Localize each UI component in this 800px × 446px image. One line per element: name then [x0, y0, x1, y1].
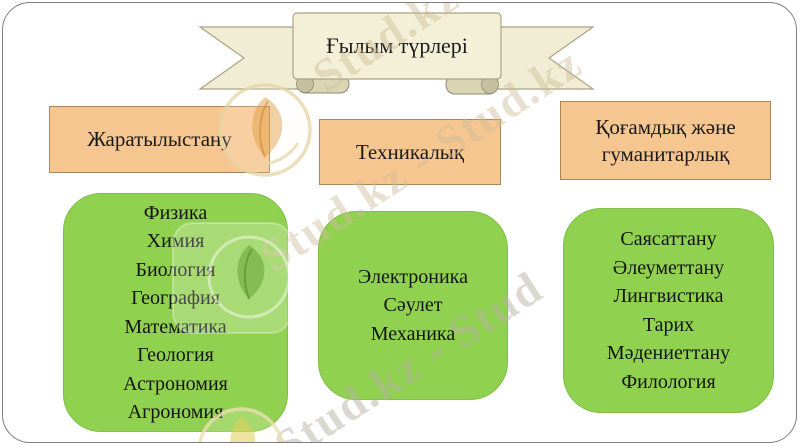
list-item: Математика	[124, 315, 227, 338]
list-item: Биология	[135, 258, 216, 281]
ribbon-center-panel	[292, 12, 502, 80]
list-item: Әлеуметтану	[612, 256, 725, 279]
list-item: Филология	[621, 370, 716, 393]
banner-ribbon-shape	[198, 12, 595, 95]
list-item: Электроника	[358, 265, 468, 288]
list-item: Саясаттану	[620, 228, 717, 250]
ribbon-right-flag	[492, 26, 595, 90]
list-item: Агрономия	[127, 401, 224, 423]
list-item: Физика	[143, 201, 208, 224]
list-item: Астрономия	[123, 372, 228, 395]
ribbon-left-flag	[198, 26, 304, 90]
list-item: География	[131, 287, 220, 309]
category-technical: Техникалық	[319, 119, 501, 185]
list-item: Тарих	[642, 313, 695, 336]
list-item: Сәулет	[383, 294, 443, 317]
list-natural-sciences: Физика Химия Биология География Математи…	[63, 193, 288, 432]
list-item: Геология	[137, 344, 214, 366]
list-technical: Электроника Сәулет Механика	[318, 211, 508, 400]
list-item: Мәдениеттану	[606, 342, 731, 364]
list-item: Механика	[370, 322, 456, 345]
category-natural-sciences: Жаратылыстану	[49, 106, 270, 173]
page-title: Ғылым түрлері	[326, 33, 468, 58]
category-social-humanitarian: Қоғамдық және гуманитарлық	[560, 101, 771, 180]
list-item: Химия	[146, 230, 205, 252]
list-social-humanitarian: Саясаттану Әлеуметтану Лингвистика Тарих…	[563, 208, 774, 413]
list-item: Лингвистика	[613, 285, 724, 307]
